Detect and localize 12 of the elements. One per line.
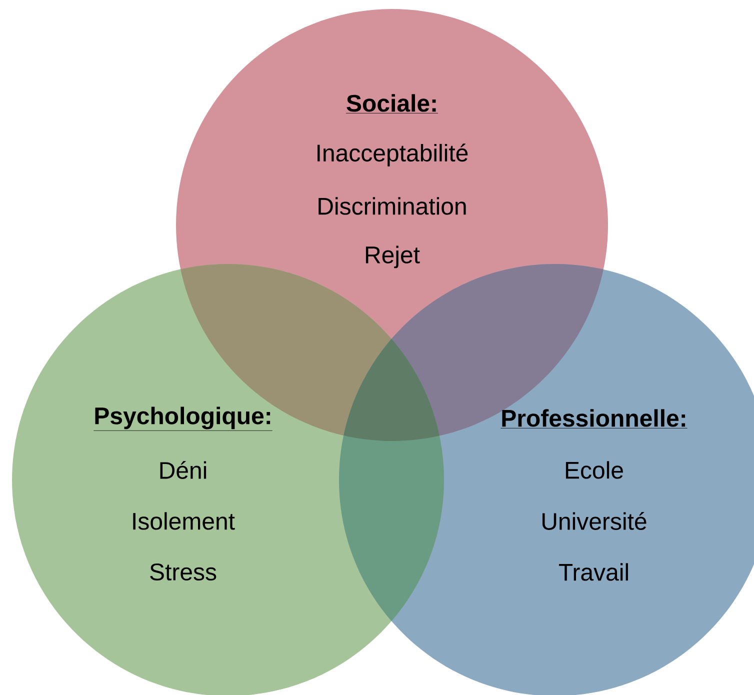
circle-item: Discrimination (318, 197, 466, 215)
circle-heading: Sociale: (346, 94, 438, 114)
circle-item: Déni (160, 461, 206, 479)
circle-item: Rejet (366, 246, 420, 268)
circle-item: Isolement (133, 512, 235, 530)
circle-heading: Professionnelle: (500, 409, 688, 428)
circle-item: Université (542, 512, 646, 530)
circle-heading: Psychologique: (93, 406, 273, 431)
circle-item: Stress (150, 564, 216, 580)
circle-item: Ecole (566, 461, 623, 479)
circle-item: Inacceptabilité (318, 144, 468, 166)
circle-item: Travail (558, 563, 628, 581)
